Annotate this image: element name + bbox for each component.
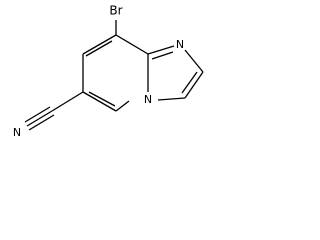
atom-label-n-bridgehead: N: [144, 93, 152, 106]
bond-c2-c3-inner: [181, 71, 198, 94]
bond-cn-triple-3: [28, 114, 55, 131]
bond-c6-c5: [82, 91, 117, 112]
bond-cn-triple-1: [26, 110, 53, 127]
bond-c3-n4: [157, 97, 186, 101]
bond-c6-c5-inner: [88, 91, 116, 107]
bond-n1-c2: [184, 49, 204, 73]
bond-c8a-n1-inner: [151, 51, 174, 60]
atom-label-br: Br: [109, 4, 122, 18]
bond-c8-c7-inner: [85, 40, 113, 57]
bond-c8a-c8: [115, 34, 149, 55]
bond-c8a-n1: [147, 45, 175, 55]
bond-c5-n4: [115, 100, 130, 112]
bond-c2-c3: [184, 71, 204, 99]
bond-c8-c7: [82, 34, 117, 55]
bond-c6-cn: [51, 91, 84, 112]
bond-cn-triple-2: [24, 106, 51, 123]
atom-label-n-nitrile: N: [13, 126, 21, 139]
atom-label-n-imidazole: N: [176, 38, 184, 51]
structure-diagram: Br N N N: [13, 4, 204, 139]
